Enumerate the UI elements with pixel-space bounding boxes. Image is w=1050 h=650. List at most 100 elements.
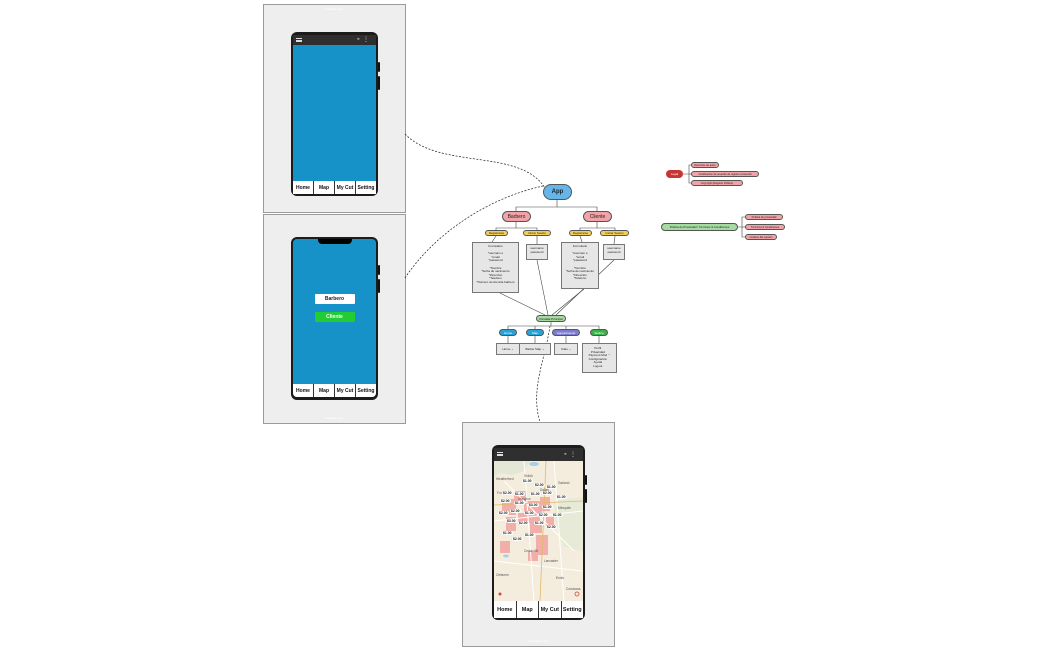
form-field-list: Formulario *usernam e*email*password *No…	[562, 244, 598, 281]
price-marker[interactable]: $2.00	[500, 499, 511, 503]
tab-setting[interactable]: Setting	[357, 387, 375, 394]
list-line: *usernam e	[487, 251, 504, 256]
frame-caption: Pantalla inicio	[325, 7, 344, 11]
cliente-button[interactable]: Cliente	[314, 312, 355, 322]
price-marker[interactable]: $1.00	[524, 533, 535, 537]
price-marker[interactable]: $2.00	[510, 509, 521, 513]
policy-root-node: Politica de Privacidad / Términos & Cond…	[661, 223, 738, 231]
price-marker[interactable]: $2.00	[538, 513, 549, 517]
phone-mockup: Barbero Cliente Home Map My Cut Setting	[291, 237, 380, 400]
menu-map-node: Map	[526, 329, 544, 336]
tab-setting[interactable]: Setting	[357, 184, 375, 191]
phone-mockup: ⁍⋮	[492, 445, 587, 620]
price-marker[interactable]: $2.00	[542, 491, 553, 495]
tab-map[interactable]: Map	[314, 181, 335, 194]
price-marker[interactable]: $1.00	[530, 492, 541, 496]
price-marker[interactable]: $1.00	[542, 505, 553, 509]
list-line: *Telefono	[573, 276, 587, 281]
price-marker[interactable]: $2.00	[518, 521, 529, 525]
barbero-iniciar-node: Iniciar Sesión	[523, 230, 551, 236]
map-place-label: Shiloh	[524, 474, 533, 478]
overflow-icons[interactable]: ⁍⋮	[357, 37, 372, 43]
barbero-form-box: Formulario *usernam e*email*password *No…	[472, 242, 519, 293]
price-marker[interactable]: $1.00	[524, 511, 535, 515]
price-marker[interactable]: $3.00	[506, 519, 517, 523]
price-marker[interactable]: $1.00	[502, 531, 513, 535]
cliente-node: Cliente	[583, 211, 612, 222]
map-place-label: Garland	[558, 481, 570, 485]
list-line: Logout	[593, 363, 603, 368]
price-marker[interactable]: $1.00	[522, 479, 533, 483]
phone-mockup: ⁍⋮ Home Map My Cut Setting	[291, 32, 380, 196]
login-screen-frame: Pantalla login Barbero Cliente Home Map …	[263, 214, 406, 424]
map-place-label: Ennis	[556, 576, 564, 580]
price-marker[interactable]: $3.00	[528, 503, 539, 507]
username-field-label: username	[530, 246, 544, 250]
list-line: Privacidad	[590, 349, 605, 354]
price-marker[interactable]: $1.00	[546, 485, 557, 489]
list-line: Formulario	[572, 244, 588, 248]
phone-side-button	[378, 76, 380, 90]
price-marker[interactable]: $1.00	[514, 501, 525, 505]
tab-home[interactable]: Home	[494, 601, 517, 618]
price-marker[interactable]: $2.00	[546, 525, 557, 529]
phone-screen: Barbero Cliente Home Map My Cut Setting	[293, 239, 376, 397]
phone-side-button	[585, 475, 587, 485]
tab-my-cut[interactable]: My Cut	[335, 384, 356, 397]
list-line: Perfil	[594, 346, 602, 350]
legal-item: Certificación de acuerdo de registro com…	[691, 171, 759, 177]
list-line: *Nombre	[489, 265, 502, 270]
list-line: Formulario	[488, 244, 503, 248]
barbero-button[interactable]: Barbero	[314, 294, 355, 304]
menu-home-node: Home	[499, 329, 517, 336]
list-line: Ayuda	[593, 360, 603, 365]
overflow-icons[interactable]: ⁍⋮	[564, 452, 579, 458]
bottom-tab-bar: Home Map My Cut Setting	[293, 181, 376, 194]
list-line: *Dirección	[573, 272, 587, 277]
tab-home[interactable]: Home	[293, 384, 314, 397]
list-line: *email	[491, 254, 500, 259]
appointments-detail-box: Citas ⌄	[554, 343, 578, 355]
barbero-registrarse-node: Registrarse	[485, 230, 508, 236]
frame-caption: Pantalla login	[325, 416, 344, 420]
app-toolbar: ⁍⋮	[494, 448, 583, 461]
home-detail-label: Home	[502, 347, 511, 351]
price-marker[interactable]: $1.00	[534, 521, 545, 525]
map-place-label: Arlington	[518, 497, 531, 501]
list-line: *Numero de licencia barbero	[476, 279, 515, 284]
cliente-registrarse-node: Registrarse	[569, 230, 592, 236]
tab-home[interactable]: Home	[293, 181, 314, 194]
phone-side-button	[585, 489, 587, 503]
list-line: Payment Mod	[588, 353, 608, 358]
tab-my-cut[interactable]: My Cut	[539, 601, 562, 618]
tab-map[interactable]: Map	[314, 384, 335, 397]
expand-icon: ⌄	[511, 347, 514, 351]
tab-map[interactable]: Map	[517, 601, 539, 618]
policy-item: Cookies del usuario	[745, 234, 777, 240]
list-line: *Dirección	[488, 272, 503, 277]
menu-icon[interactable]	[497, 452, 503, 456]
home-screen-frame: Pantalla inicio ⁍⋮ Home Map My Cut Setti…	[263, 4, 406, 213]
barber-map[interactable]: Shiloh Fort Worth Arlington Dallas Mesqu…	[494, 461, 583, 601]
price-marker[interactable]: $1.00	[514, 492, 525, 496]
password-field-label: password	[530, 249, 544, 254]
tab-setting[interactable]: Setting	[562, 606, 582, 613]
app-toolbar: ⁍⋮	[293, 35, 376, 45]
price-marker[interactable]: $2.00	[502, 491, 513, 495]
tab-my-cut[interactable]: My Cut	[335, 181, 356, 194]
map-screen-frame: Pantalla mapa ⁍⋮	[462, 422, 615, 647]
menu-icon[interactable]	[296, 38, 302, 42]
price-marker[interactable]: $2.00	[512, 537, 523, 541]
map-place-label: Weatherford	[496, 477, 514, 481]
price-marker[interactable]: $2.00	[534, 483, 545, 487]
price-marker[interactable]: $2.00	[498, 511, 509, 515]
price-marker[interactable]: $1.00	[556, 495, 567, 499]
legal-root-node: Legal	[666, 170, 683, 178]
menu-setting-node: Setting	[590, 329, 608, 336]
expand-icon: ⌄	[542, 347, 545, 351]
list-line: *password	[572, 258, 587, 263]
map-place-label: Cleburne	[496, 573, 509, 577]
price-marker[interactable]: $1.00	[552, 513, 563, 517]
